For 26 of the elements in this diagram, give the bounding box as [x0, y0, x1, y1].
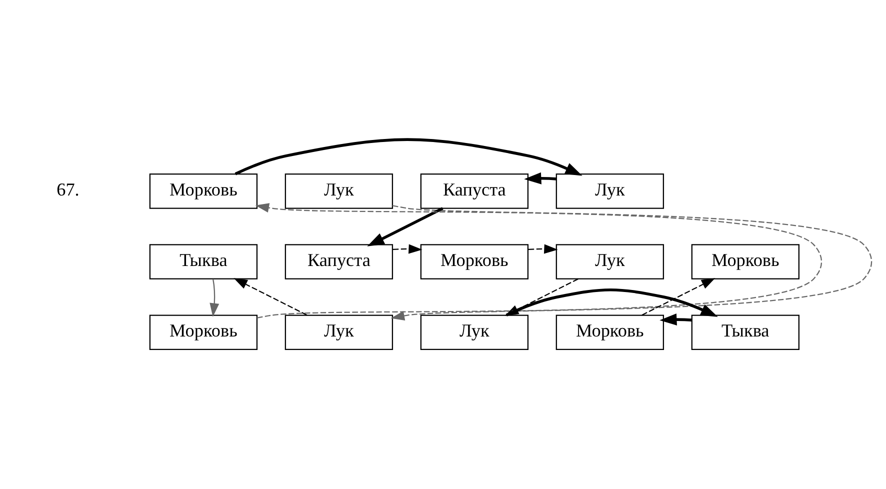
arrow	[528, 244, 558, 254]
node-box: Лук	[556, 244, 664, 280]
arrow	[367, 207, 444, 246]
node-box: Морковь	[149, 314, 258, 350]
arrow	[392, 244, 422, 254]
node-box: Лук	[556, 174, 664, 209]
label: 67.	[56, 180, 80, 200]
arrow	[210, 279, 220, 317]
arrow	[255, 203, 822, 318]
node-box: Морковь	[691, 244, 800, 280]
node-box: Капуста	[420, 174, 529, 209]
arrow	[642, 278, 716, 316]
arrow	[234, 278, 308, 316]
node-box: Морковь	[556, 314, 664, 350]
node-box: Морковь	[149, 174, 258, 209]
node-box: Лук	[420, 314, 529, 350]
arrow	[390, 205, 872, 320]
node-box: Капуста	[284, 244, 394, 280]
node-box: Морковь	[420, 244, 529, 280]
node-box: Тыква	[691, 314, 800, 350]
node-box: Тыква	[149, 244, 258, 280]
arrow	[234, 138, 582, 176]
arrow	[660, 314, 692, 326]
node-box: Лук	[284, 174, 394, 209]
arrow	[524, 172, 556, 184]
node-box: Лук	[284, 314, 394, 350]
